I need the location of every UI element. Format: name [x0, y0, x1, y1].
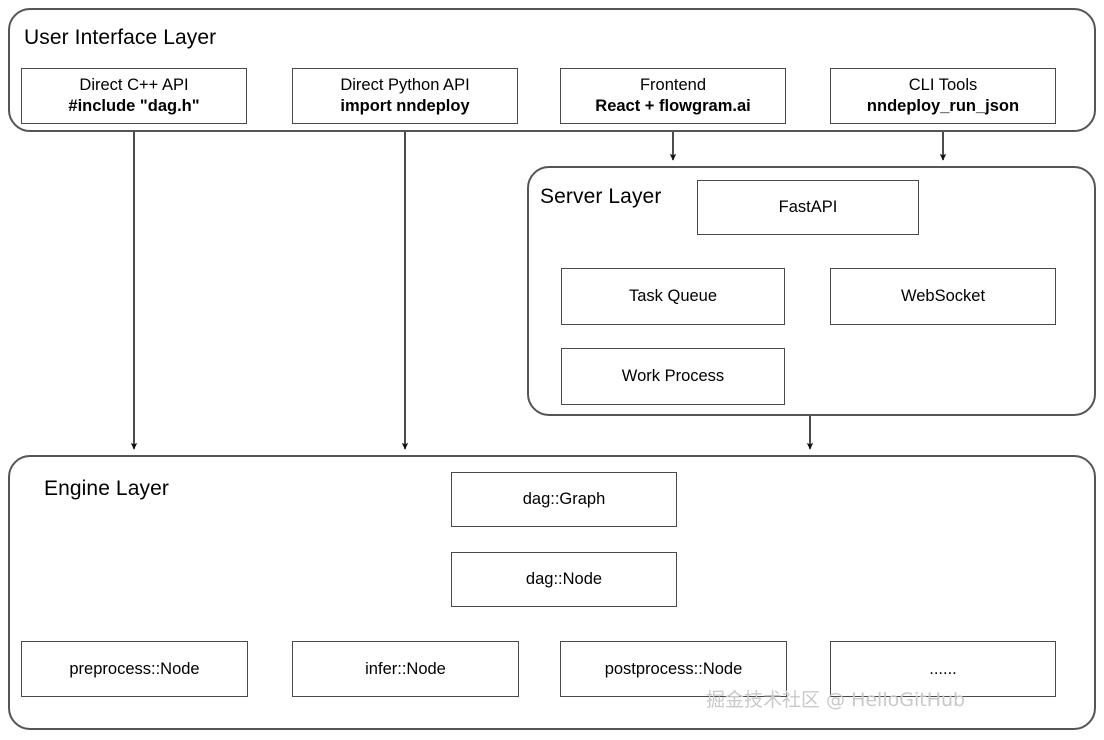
node-label-line1: infer::Node: [365, 659, 446, 678]
node-websocket[interactable]: WebSocket: [830, 268, 1056, 325]
node-infer-node[interactable]: infer::Node: [292, 641, 519, 697]
node-ellipsis[interactable]: ......: [830, 641, 1056, 697]
node-cli-tools[interactable]: CLI Tools nndeploy_run_json: [830, 68, 1056, 124]
node-label-line1: FastAPI: [778, 198, 838, 217]
node-postprocess-node[interactable]: postprocess::Node: [560, 641, 787, 697]
node-label-line2: nndeploy_run_json: [866, 97, 1020, 115]
node-label-line1: dag::Node: [525, 570, 603, 589]
node-label-line1: postprocess::Node: [604, 659, 743, 678]
server-layer-title: Server Layer: [540, 185, 662, 208]
node-label-line1: Task Queue: [628, 287, 718, 306]
node-fastapi[interactable]: FastAPI: [697, 180, 919, 235]
node-label-line1: dag::Graph: [522, 490, 606, 509]
node-label-line1: preprocess::Node: [69, 659, 200, 678]
node-task-queue[interactable]: Task Queue: [561, 268, 785, 325]
node-direct-python-api[interactable]: Direct Python API import nndeploy: [292, 68, 518, 124]
node-label-line1: Direct Python API: [340, 76, 470, 95]
node-work-process[interactable]: Work Process: [561, 348, 785, 405]
node-label-line1: Direct C++ API: [79, 76, 189, 95]
node-dag-graph[interactable]: dag::Graph: [451, 472, 677, 527]
node-preprocess-node[interactable]: preprocess::Node: [21, 641, 248, 697]
node-label-line1: WebSocket: [900, 287, 986, 306]
node-label-line2: #include "dag.h": [68, 97, 200, 115]
node-frontend[interactable]: Frontend React + flowgram.ai: [560, 68, 786, 124]
engine-layer-title: Engine Layer: [44, 477, 169, 500]
node-label-line1: Frontend: [639, 76, 707, 95]
node-label-line2: import nndeploy: [340, 97, 470, 115]
node-direct-cpp-api[interactable]: Direct C++ API #include "dag.h": [21, 68, 247, 124]
node-dag-node[interactable]: dag::Node: [451, 552, 677, 607]
node-label-line1: CLI Tools: [908, 76, 978, 95]
user-interface-layer-title: User Interface Layer: [24, 26, 217, 49]
node-label-line1: ......: [929, 659, 957, 678]
node-label-line2: React + flowgram.ai: [595, 97, 751, 115]
node-label-line1: Work Process: [621, 367, 725, 386]
watermark-text: 掘金技术社区 @ HelloGitHub: [706, 689, 966, 711]
